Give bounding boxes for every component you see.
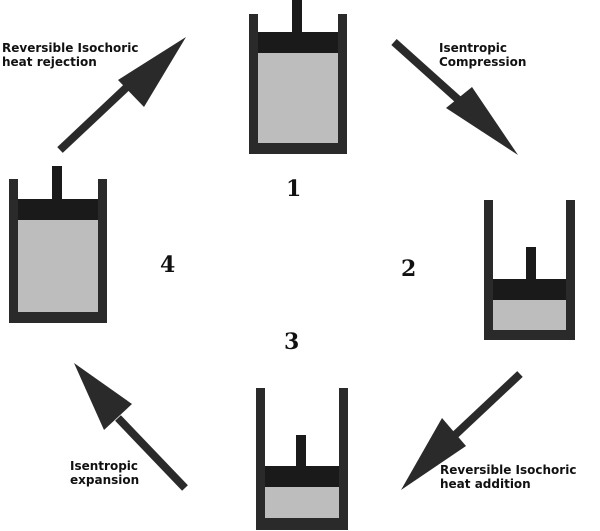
cylinder-2-gas: [493, 300, 566, 330]
cylinder-3-bottom: [256, 518, 348, 530]
cylinder-3-piston: [265, 466, 339, 487]
cylinder-3-right-wall: [339, 388, 348, 530]
cylinder-3-left-wall: [256, 388, 265, 530]
cylinder-3-gas: [265, 487, 339, 518]
arrow-3-to-4: [74, 363, 188, 491]
state-1-number: 1: [286, 176, 302, 202]
cylinder-1-left-wall: [249, 14, 258, 154]
process-label-4-to-1: Reversible Isochoric heat rejection: [2, 41, 139, 69]
cylinder-1-piston-rod: [292, 0, 302, 33]
cylinder-2-right-wall: [566, 200, 575, 340]
cylinder-3-piston-rod: [296, 435, 306, 467]
cylinder-2-piston-rod: [526, 247, 536, 280]
arrow-2-to-3: [401, 371, 523, 490]
cylinder-4-piston-rod: [52, 166, 62, 200]
cylinder-state-3: [256, 388, 348, 530]
arrow-4-to-1: [57, 37, 186, 153]
cylinder-4-piston: [18, 199, 98, 220]
cylinder-4-left-wall: [9, 179, 18, 323]
process-label-3-to-4: Isentropic expansion: [70, 459, 140, 487]
state-4-number: 4: [160, 252, 176, 278]
cylinder-state-4: [9, 166, 107, 323]
cylinder-4-gas: [18, 220, 98, 312]
cylinder-1-piston: [258, 32, 338, 53]
cylinder-4-right-wall: [98, 179, 107, 323]
state-2-number: 2: [401, 256, 417, 282]
cylinder-2-piston: [493, 279, 566, 300]
arrow-1-to-2: [391, 39, 518, 155]
process-label-2-to-3: Reversible Isochoric heat addition: [440, 463, 577, 491]
cylinder-1-bottom: [249, 143, 347, 154]
cylinder-state-1: [249, 0, 347, 154]
cylinder-1-right-wall: [338, 14, 347, 154]
cylinder-4-bottom: [9, 312, 107, 323]
state-3-number: 3: [284, 329, 300, 355]
cylinder-2-left-wall: [484, 200, 493, 340]
cylinder-2-bottom: [484, 330, 575, 340]
process-label-1-to-2: Isentropic Compression: [439, 41, 527, 69]
cylinder-1-gas: [258, 53, 338, 143]
cylinder-state-2: [484, 200, 575, 340]
